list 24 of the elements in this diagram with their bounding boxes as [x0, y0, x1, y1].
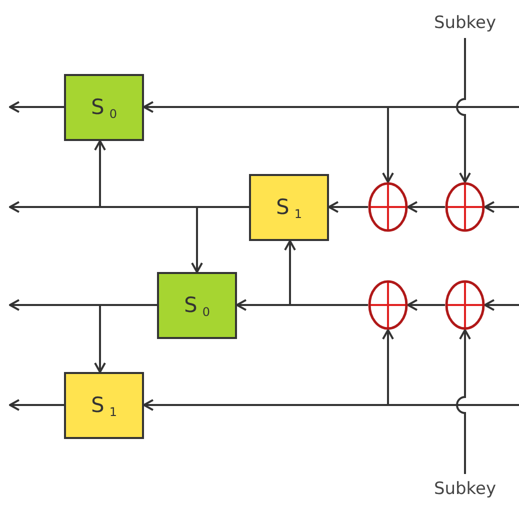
arrow — [328, 201, 368, 213]
s-box: S$_{0}$ — [157, 272, 237, 339]
arrow — [382, 329, 519, 406]
s-box: S$_{1}$ — [249, 174, 329, 241]
arrow — [456, 329, 471, 474]
arrow — [9, 399, 64, 411]
arrow — [484, 299, 519, 311]
arrow — [484, 201, 519, 213]
arrow — [382, 106, 519, 183]
input-label: Subkey — [425, 474, 505, 504]
arrow — [407, 201, 445, 213]
arrow — [456, 38, 471, 183]
s-box: S$_{0}$ — [64, 74, 144, 141]
xor-symbol — [368, 182, 408, 232]
xor-symbol — [445, 182, 485, 232]
xor-symbol — [445, 280, 485, 330]
arrow — [191, 206, 249, 273]
arrow — [407, 299, 445, 311]
xor-symbol — [368, 280, 408, 330]
s-box: S$_{1}$ — [64, 372, 144, 439]
input-label: Subkey — [425, 8, 505, 38]
arrow — [284, 240, 368, 306]
arrow — [9, 101, 64, 113]
arrow — [94, 304, 157, 373]
